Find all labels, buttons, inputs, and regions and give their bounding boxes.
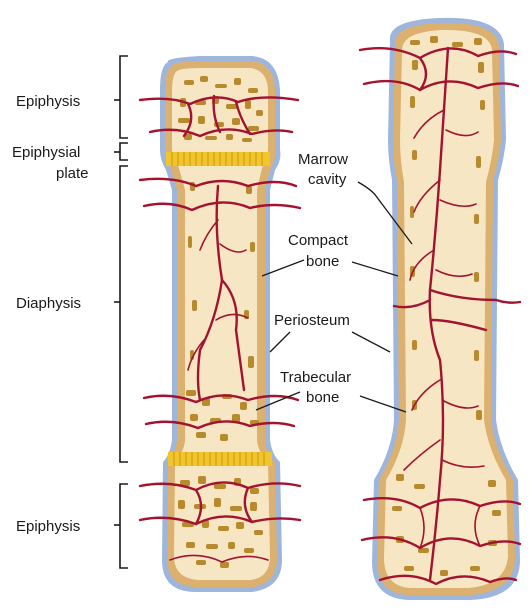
label-marrow-cavity-line2: cavity	[308, 171, 347, 188]
label-trabecular-bone-line2: bone	[306, 389, 339, 406]
label-diaphysis: Diaphysis	[16, 295, 81, 312]
epiphysial-plate-bottom	[168, 452, 272, 466]
mature-bone	[360, 18, 520, 600]
leader-compact-bone-right	[352, 262, 398, 276]
epiphysial-plate-top	[166, 152, 270, 166]
label-compact-bone-line2: bone	[306, 253, 339, 270]
label-epiphysial-plate-line2: plate	[56, 165, 89, 182]
bracket-epiphysis-top	[114, 56, 128, 138]
bracket-diaphysis	[114, 166, 128, 462]
leader-periosteum-left	[270, 332, 290, 352]
bracket-epiphysis-bottom	[114, 484, 128, 568]
leader-periosteum-right	[352, 332, 390, 352]
label-compact-bone-line1: Compact	[288, 232, 349, 249]
label-epiphysis-top: Epiphysis	[16, 93, 80, 110]
label-epiphysis-bottom: Epiphysis	[16, 518, 80, 535]
bracket-epiphysial-plate	[114, 143, 128, 160]
label-periosteum: Periosteum	[274, 312, 350, 329]
label-marrow-cavity-line1: Marrow	[298, 151, 348, 168]
label-trabecular-bone-line1: Trabecular	[280, 369, 351, 386]
label-epiphysial-plate-line1: Epiphysial	[12, 144, 80, 161]
